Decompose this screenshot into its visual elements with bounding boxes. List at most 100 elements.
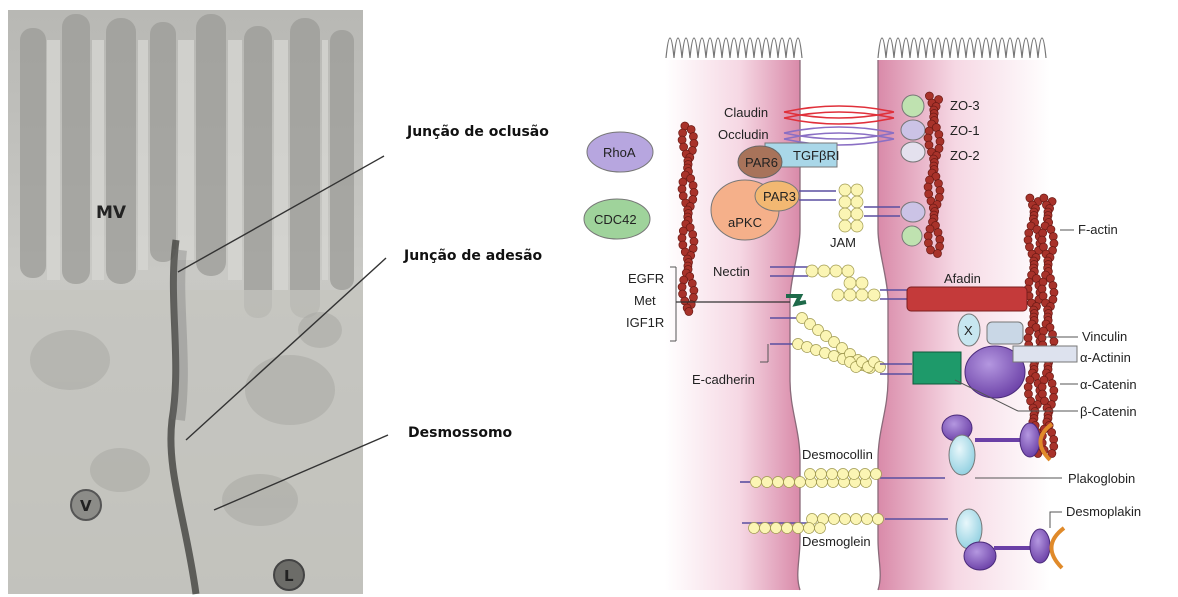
rhoa-label: RhoA	[603, 145, 636, 160]
bead	[925, 127, 933, 135]
bead	[934, 180, 942, 188]
bead	[690, 140, 698, 148]
claudin-label: Claudin	[724, 105, 768, 120]
bead	[1024, 236, 1032, 244]
electron-micrograph: MV V L	[8, 10, 388, 594]
tgfbri-label: TGFβRI	[793, 148, 839, 163]
occludin-strands	[784, 127, 894, 145]
desmoplakin-label: Desmoplakin	[1066, 504, 1141, 519]
bead	[856, 277, 868, 289]
bead	[851, 184, 863, 196]
bead	[749, 523, 760, 534]
bead	[762, 477, 773, 488]
bead	[1038, 236, 1046, 244]
bead	[773, 477, 784, 488]
zo2-protein	[901, 142, 925, 162]
bead	[839, 220, 851, 232]
afadin-label: Afadin	[944, 271, 981, 286]
bead	[815, 523, 826, 534]
beta-catenin-label: β-Catenin	[1080, 404, 1137, 419]
nectin-label: Nectin	[713, 264, 750, 279]
bead	[851, 208, 863, 220]
vinculin-label: Vinculin	[1082, 329, 1127, 344]
mv-label: MV	[96, 203, 127, 223]
alpha-actinin-label: α-Actinin	[1080, 350, 1131, 365]
zo1-protein	[901, 120, 925, 140]
desmosome-label: Desmossomo	[408, 425, 513, 441]
junction-schematic: Claudin Occludin ZO-3 ZO-1 ZO-2 RhoA CDC…	[584, 38, 1141, 590]
jam-molecules	[839, 184, 863, 232]
bead	[771, 523, 782, 534]
bead	[690, 189, 698, 197]
alpha-actinin-protein	[1013, 346, 1077, 362]
bead	[685, 308, 693, 316]
bead	[1050, 240, 1058, 248]
claudin-strands	[784, 106, 894, 124]
cdc42-label: CDC42	[594, 212, 637, 227]
bead	[679, 227, 687, 235]
microvilli-left	[666, 38, 802, 58]
bead	[849, 469, 860, 480]
bead	[851, 514, 862, 525]
desmocollin-label: Desmocollin	[802, 447, 873, 462]
bead	[751, 477, 762, 488]
bead	[804, 523, 815, 534]
bead	[805, 469, 816, 480]
bead	[782, 523, 793, 534]
bead	[844, 289, 856, 301]
bead	[926, 176, 934, 184]
l-label: L	[284, 567, 294, 585]
igf1r-label: IGF1R	[626, 315, 664, 330]
bead	[678, 136, 686, 144]
bead	[1025, 327, 1033, 335]
bead	[793, 523, 804, 534]
vinculin-protein	[987, 322, 1023, 344]
bead	[688, 280, 696, 288]
plakoglobin-label: Plakoglobin	[1068, 471, 1135, 486]
tight-junction-label: Junção de oclusão	[406, 124, 549, 140]
zo3-label: ZO-3	[950, 98, 980, 113]
microvilli-right	[878, 38, 1046, 58]
bead	[875, 362, 886, 373]
bead	[839, 208, 851, 220]
bead	[829, 514, 840, 525]
e-cadherin-label: E-cadherin	[692, 372, 755, 387]
beta-catenin-protein	[913, 352, 961, 384]
bead	[832, 289, 844, 301]
bead	[842, 265, 854, 277]
bead	[873, 514, 884, 525]
par6-label: PAR6	[745, 155, 778, 170]
met-label: Met	[634, 293, 656, 308]
bead	[933, 250, 941, 258]
x-label: X	[964, 323, 973, 338]
afadin-protein	[907, 287, 1027, 311]
apkc-label: aPKC	[728, 215, 762, 230]
bead	[678, 185, 686, 193]
adherens-junction-label: Junção de adesão	[403, 248, 543, 264]
alpha-catenin-label: α-Catenin	[1080, 377, 1137, 392]
bead	[689, 231, 697, 239]
bead	[818, 265, 830, 277]
bead	[839, 196, 851, 208]
f-actin-label: F-actin	[1078, 222, 1118, 237]
v-label: V	[80, 497, 92, 515]
bead	[680, 276, 688, 284]
bead	[839, 184, 851, 196]
e-cadherin-molecules	[793, 313, 886, 374]
bead	[856, 289, 868, 301]
desmoglein-label: Desmoglein	[802, 534, 871, 549]
bead	[860, 469, 871, 480]
zo2-label: ZO-2	[950, 148, 980, 163]
bead	[760, 523, 771, 534]
bead	[806, 265, 818, 277]
bead	[871, 469, 882, 480]
jam-label: JAM	[830, 235, 856, 250]
bead	[851, 220, 863, 232]
bead	[784, 477, 795, 488]
bead	[795, 477, 806, 488]
bead	[830, 265, 842, 277]
bead	[827, 469, 838, 480]
bead	[868, 289, 880, 301]
bead	[935, 131, 943, 139]
